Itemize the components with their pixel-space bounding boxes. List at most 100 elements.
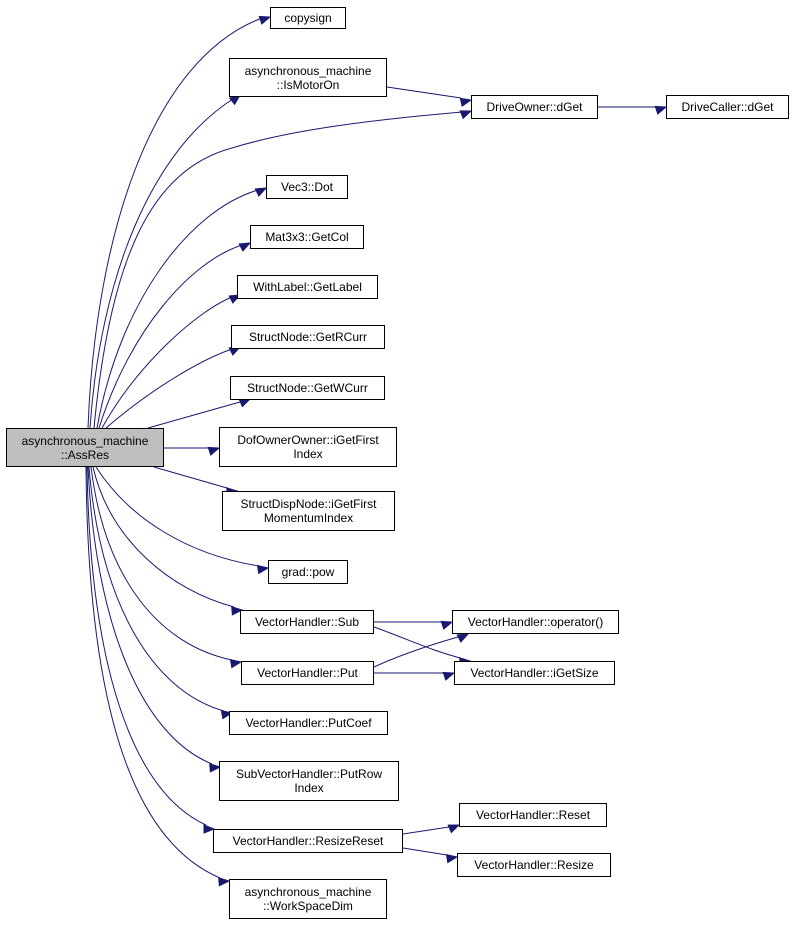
node-vh-reset[interactable]: VectorHandler::Reset [459, 803, 607, 827]
edge-assres-vec3-dot-arrowhead [254, 187, 268, 197]
edge-resizereset-vh-resize-line [402, 847, 448, 856]
edge-put-vh-operator-arrowhead [456, 633, 470, 643]
edge-assres-subvh-putrowindex [87, 466, 222, 773]
node-workspacedim[interactable]: asynchronous_machine ::WorkSpaceDim [229, 879, 387, 919]
node-structnode-getwcurr[interactable]: StructNode::GetWCurr [230, 376, 385, 400]
node-asynchronous-machine-assres[interactable]: asynchronous_machine ::AssRes [6, 428, 164, 467]
edge-sub-vh-operator-arrowhead [440, 620, 454, 630]
edge-assres-is-motor-on-line [89, 96, 237, 429]
edge-assres-vh-put-line [90, 466, 233, 661]
node-label: VectorHandler::iGetSize [470, 666, 599, 680]
node-label: DriveCaller::dGet [681, 100, 774, 114]
node-label-line-1: asynchronous_machine [244, 885, 372, 899]
node-vh-resizereset[interactable]: VectorHandler::ResizeReset [213, 829, 403, 853]
node-label: grad::pow [281, 565, 335, 579]
node-label-line-1: DofOwnerOwner::iGetFirst [237, 433, 379, 447]
edge-assres-mat3x3-getcol [98, 242, 252, 429]
node-is-motor-on[interactable]: asynchronous_machine ::IsMotorOn [229, 58, 387, 97]
edge-assres-structnode-getwcurr [147, 398, 252, 429]
node-structdispnode-igetfirstmomentumindex[interactable]: StructDispNode::iGetFirst MomentumIndex [222, 491, 395, 531]
edge-assres-copysign-line [87, 17, 263, 429]
edge-assres-structnode-getwcurr-line [147, 401, 241, 429]
edge-assres-mat3x3-getcol-line [98, 244, 243, 429]
edge-put-vh-operator [373, 633, 470, 668]
edge-resizereset-vh-reset-line [402, 826, 450, 835]
edge-assres-withlabel-getlabel-line [101, 296, 233, 429]
edge-assres-workspacedim-arrowhead [218, 877, 231, 887]
node-withlabel-getlabel[interactable]: WithLabel::GetLabel [237, 275, 378, 299]
node-label: StructNode::GetWCurr [247, 381, 368, 395]
node-label-line-1: StructDispNode::iGetFirst [240, 497, 377, 511]
edge-resizereset-vh-resize-arrowhead [445, 854, 459, 864]
edge-put-vh-operator-line [373, 636, 459, 668]
node-label: WithLabel::GetLabel [253, 280, 362, 294]
node-label: Vec3::Dot [280, 180, 334, 194]
node-vh-sub[interactable]: VectorHandler::Sub [240, 610, 374, 634]
node-label-line-2: ::AssRes [60, 447, 109, 462]
edge-assres-structnode-getrcurr [105, 346, 242, 429]
node-copysign[interactable]: copysign [270, 7, 346, 29]
edge-assres-vh-sub-arrowhead [231, 606, 244, 616]
edge-assres-vh-resizereset-line [86, 466, 207, 826]
node-vh-igetsize[interactable]: VectorHandler::iGetSize [454, 661, 615, 685]
edge-ismotoron-drive-owner-dget-line [386, 86, 462, 99]
edge-assres-grad-pow-line [95, 466, 260, 567]
node-label: StructNode::GetRCurr [248, 330, 368, 344]
edge-assres-drive-owner-dget [93, 110, 473, 429]
edge-assres-vec3-dot [96, 187, 268, 429]
edge-assres-mat3x3-getcol-arrowhead [238, 242, 252, 252]
node-label-line-1: SubVectorHandler::PutRow [235, 767, 383, 781]
edge-sub-vh-operator [374, 620, 454, 630]
node-label: VectorHandler::Resize [474, 858, 594, 872]
edge-ismotoron-drive-owner-dget [386, 86, 473, 107]
edge-assres-vh-sub [92, 466, 244, 616]
node-vh-operator[interactable]: VectorHandler::operator() [452, 610, 619, 634]
edge-assres-copysign [87, 15, 272, 429]
node-label: VectorHandler::ResizeReset [232, 834, 384, 848]
node-label: VectorHandler::operator() [467, 615, 604, 629]
edge-put-vh-igetsize [374, 671, 456, 681]
edge-resizereset-vh-resize [402, 847, 459, 864]
edge-assres-dofowner-igetfirstindex [164, 446, 221, 456]
node-vh-putcoef[interactable]: VectorHandler::PutCoef [229, 711, 388, 735]
node-label: DriveOwner::dGet [486, 100, 583, 114]
edge-assres-structnode-getrcurr-line [105, 348, 233, 429]
edge-assres-subvh-putrowindex-line [87, 466, 213, 765]
edge-assres-vh-resizereset-arrowhead [203, 824, 216, 834]
node-drive-owner-dget[interactable]: DriveOwner::dGet [471, 95, 598, 119]
edge-assres-grad-pow [95, 466, 270, 575]
node-vh-resize[interactable]: VectorHandler::Resize [457, 853, 611, 877]
node-label-line-2: MomentumIndex [263, 511, 354, 525]
edge-assres-vh-resizereset [86, 466, 216, 834]
node-label: VectorHandler::Sub [254, 615, 360, 629]
node-label-line-1: asynchronous_machine [244, 63, 372, 78]
edge-assres-vh-sub-line [92, 466, 235, 608]
edge-resizereset-vh-reset-arrowhead [447, 824, 461, 834]
edge-put-vh-igetsize-arrowhead [442, 671, 456, 681]
edge-assres-grad-pow-arrowhead [256, 564, 270, 575]
node-mat3x3-getcol[interactable]: Mat3x3::GetCol [250, 225, 364, 249]
node-label: copysign [284, 11, 332, 25]
edge-drive-owner-drive-caller [598, 105, 668, 115]
node-vec3-dot[interactable]: Vec3::Dot [266, 175, 348, 199]
node-structnode-getrcurr[interactable]: StructNode::GetRCurr [231, 325, 385, 349]
node-label: Mat3x3::GetCol [265, 230, 349, 244]
node-drive-caller-dget[interactable]: DriveCaller::dGet [666, 95, 789, 119]
edge-assres-workspacedim [85, 466, 231, 887]
node-vh-put[interactable]: VectorHandler::Put [241, 661, 374, 685]
edge-assres-vh-putcoef-line [88, 466, 225, 712]
node-grad-pow[interactable]: grad::pow [268, 560, 348, 584]
node-dofowner-igetfirstindex[interactable]: DofOwnerOwner::iGetFirst Index [219, 427, 397, 467]
edge-sub-vh-igetsize-line [373, 626, 461, 659]
edge-assres-copysign-arrowhead [258, 15, 272, 25]
edge-assres-dofowner-igetfirstindex-arrowhead [207, 446, 221, 456]
edge-assres-drive-owner-dget-arrowhead [459, 110, 473, 120]
node-label-line-2: Index [293, 447, 323, 461]
node-label: VectorHandler::PutCoef [245, 716, 372, 730]
edge-assres-subvh-putrowindex-arrowhead [209, 763, 222, 773]
node-label: VectorHandler::Put [257, 666, 358, 680]
edge-assres-is-motor-on [89, 94, 242, 429]
edge-assres-vh-put [90, 466, 243, 669]
node-subvh-putrowindex[interactable]: SubVectorHandler::PutRow Index [219, 761, 399, 801]
